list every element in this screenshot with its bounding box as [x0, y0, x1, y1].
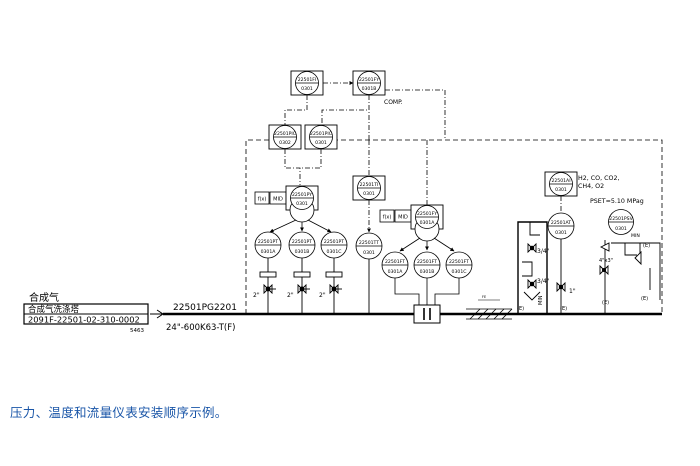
- comp-label: COMP.: [384, 99, 403, 106]
- signal-py-pt: [269, 219, 332, 233]
- e-label-2: (E): [560, 306, 567, 312]
- source-block: 合成气 合成气洗涤塔 2091F-22501-02-310-0002 5463: [23, 291, 164, 334]
- svg-text:0301: 0301: [363, 191, 375, 197]
- svg-text:22501PT: 22501PT: [258, 239, 278, 245]
- instrument-ai-0301: 22501AI 0301: [544, 171, 578, 197]
- psv-piping: [599, 240, 661, 314]
- instrument-fi-0301: 22501FI 0301: [290, 70, 324, 96]
- analyzer-piping: [517, 221, 566, 314]
- svg-text:0301: 0301: [555, 230, 567, 236]
- e-label-1: (E): [517, 306, 524, 312]
- svg-text:22501AT: 22501AT: [551, 220, 571, 226]
- svg-text:MID: MID: [273, 197, 283, 203]
- analyzer-components-2: CH4, O2: [578, 183, 604, 190]
- svg-text:0301A: 0301A: [388, 269, 404, 275]
- svg-text:0301C: 0301C: [452, 269, 467, 275]
- dashed-boundary: [245, 139, 663, 314]
- svg-text:f(x): f(x): [383, 215, 392, 221]
- drawing-number: 2091F-22501-02-310-0002: [28, 315, 140, 325]
- valve-size-a: 2": [253, 292, 260, 299]
- svg-text:0301A: 0301A: [261, 249, 277, 255]
- fy-function-block: f(x) MID: [379, 209, 412, 223]
- valve-1in: 1": [569, 288, 576, 295]
- e-label-4: (E): [602, 300, 609, 306]
- svg-text:0301C: 0301C: [327, 249, 342, 255]
- svg-text:MID: MID: [398, 215, 408, 221]
- svg-text:22501PIC: 22501PIC: [310, 131, 332, 137]
- instrument-ft-0301c: 22501FT 0301C: [445, 251, 473, 279]
- svg-text:22501FT: 22501FT: [417, 259, 437, 265]
- instrument-fy-0301b: 22501FY 0301B: [352, 70, 386, 96]
- svg-text:0301: 0301: [363, 250, 375, 256]
- svg-text:0301B: 0301B: [420, 269, 435, 275]
- valve-3-4-b: 3/4": [537, 278, 550, 285]
- ft-impulse-lines: [394, 278, 460, 306]
- svg-text:0301: 0301: [301, 86, 313, 92]
- py-function-block: f(x) MID: [254, 191, 287, 205]
- svg-text:22501FY: 22501FY: [417, 211, 437, 217]
- e-label-5: (E): [641, 296, 648, 302]
- min-label-b: MIN: [631, 233, 640, 239]
- svg-text:22501PSV: 22501PSV: [609, 216, 633, 222]
- instrument-psv-0301: 22501PSV 0301: [608, 209, 634, 235]
- valve-3-4-a: 3/4": [537, 248, 550, 255]
- min-label-a: MIN: [538, 295, 544, 305]
- line-spec: 24"-600K63-T(F): [166, 323, 235, 333]
- source-equipment: 合成气洗涤塔: [28, 304, 80, 315]
- svg-text:0302: 0302: [279, 140, 291, 146]
- line-tag: 22501PG2201: [173, 303, 237, 313]
- svg-text:22501AI: 22501AI: [551, 178, 570, 184]
- flow-element: [413, 304, 441, 324]
- instrument-pic-0302: 22501PIC 0302: [268, 124, 302, 150]
- instrument-pt-0301b: 22501PT 0301B: [288, 231, 316, 259]
- svg-text:22501PT: 22501PT: [324, 239, 344, 245]
- svg-text:0301: 0301: [315, 140, 327, 146]
- svg-text:22501FI: 22501FI: [298, 77, 317, 83]
- svg-text:22501FT: 22501FT: [385, 259, 405, 265]
- svg-text:22501PT: 22501PT: [292, 239, 312, 245]
- analyzer-components-1: H2, CO, CO2,: [578, 175, 619, 182]
- instrument-pt-0301c: 22501PT 0301C: [320, 231, 348, 259]
- svg-text:0301: 0301: [296, 201, 308, 207]
- instrument-ti-0301: 22501TI 0301: [352, 175, 386, 201]
- support-note: FE: [482, 295, 486, 299]
- instrument-py-0301: 22501PY 0301: [285, 185, 319, 223]
- svg-text:0301: 0301: [615, 226, 627, 232]
- svg-text:22501FT: 22501FT: [449, 259, 469, 265]
- psv-size: 4"x3": [599, 258, 613, 264]
- svg-text:0301B: 0301B: [362, 86, 377, 92]
- pset-label: PSET=5.10 MPag: [590, 198, 644, 205]
- instrument-pic-0301: 22501PIC 0301: [304, 124, 338, 150]
- pipe-support: [466, 299, 513, 320]
- svg-text:0301: 0301: [555, 187, 567, 193]
- pt-impulse-valves: [259, 258, 343, 314]
- valve-size-b: 2": [287, 292, 294, 299]
- svg-text:22501TI: 22501TI: [360, 182, 379, 188]
- svg-text:f(x): f(x): [258, 197, 267, 203]
- instrument-ft-0301b: 22501FT 0301B: [413, 251, 441, 279]
- signal-lines-top: [284, 81, 446, 140]
- svg-text:0301B: 0301B: [295, 249, 310, 255]
- e-label-3: (E): [643, 243, 650, 249]
- svg-text:0301A: 0301A: [420, 220, 436, 226]
- instrument-fy-0301a: 22501FY 0301A: [410, 204, 444, 242]
- sheet-ref: 5463: [130, 328, 144, 334]
- svg-text:22501FY: 22501FY: [359, 77, 379, 83]
- figure-caption: 压力、温度和流量仪表安装顺序示例。: [10, 405, 228, 420]
- instrument-at-0301: 22501AT 0301: [547, 212, 575, 240]
- signal-pic-py: [284, 149, 322, 185]
- medium-label: 合成气: [29, 291, 59, 304]
- svg-text:22501PIC: 22501PIC: [274, 131, 296, 137]
- instrument-tt-0301: 22501TT 0301: [355, 232, 383, 260]
- valve-size-c: 2": [319, 292, 326, 299]
- instrument-pt-0301a: 22501PT 0301A: [254, 231, 282, 259]
- svg-text:22501PY: 22501PY: [292, 192, 312, 198]
- signal-fy-ft: [399, 237, 455, 252]
- instrument-ft-0301a: 22501FT 0301A: [381, 251, 409, 279]
- svg-text:22501TT: 22501TT: [359, 240, 379, 246]
